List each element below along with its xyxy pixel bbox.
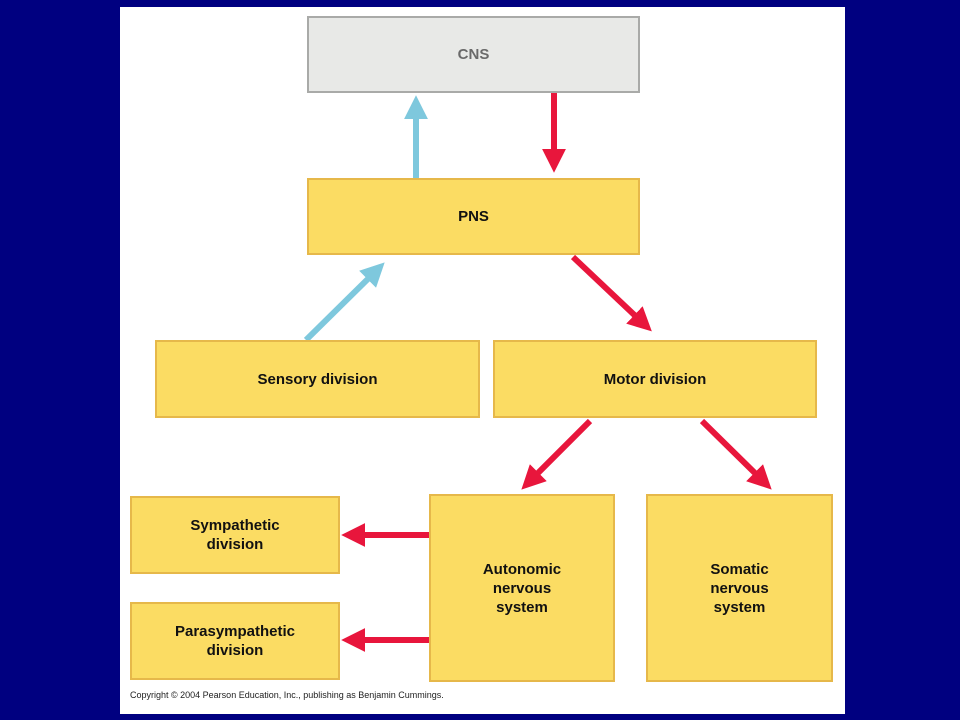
- node-sensory-division: Sensory division: [155, 340, 480, 418]
- arrow-sensory-to-pns: [303, 262, 385, 343]
- node-sympathetic-division: Sympathetic division: [130, 496, 340, 574]
- arrow-motor-to-somatic: [699, 418, 772, 490]
- node-cns: CNS: [307, 16, 640, 93]
- copyright-notice: Copyright © 2004 Pearson Education, Inc.…: [130, 690, 444, 700]
- node-parasympathetic-division: Parasympathetic division: [130, 602, 340, 680]
- node-motor-division: Motor division: [493, 340, 817, 418]
- node-somatic-nervous-system: Somatic nervous system: [646, 494, 833, 682]
- node-pns: PNS: [307, 178, 640, 255]
- arrow-pns-to-motor: [570, 254, 652, 332]
- node-autonomic-nervous-system: Autonomic nervous system: [429, 494, 615, 682]
- arrow-motor-to-autonomic: [521, 418, 593, 490]
